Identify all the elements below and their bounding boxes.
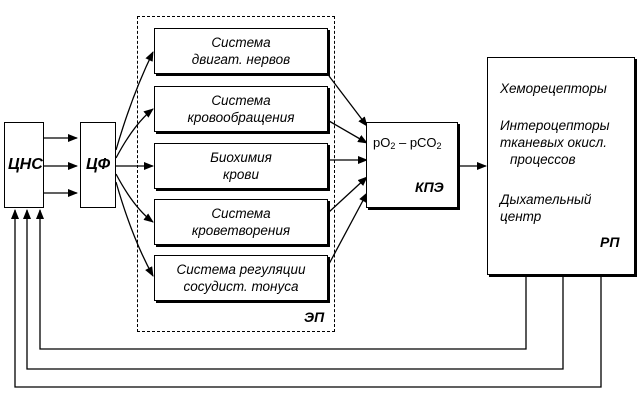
- arrow-sys4-kpe: [328, 176, 368, 213]
- rp-label: РП: [600, 234, 620, 250]
- arrow-cf-sys2: [115, 108, 154, 159]
- cns-label: ЦНС: [8, 156, 43, 173]
- rp-item-interoceptors: Интероцепторы тканевых окисл. процессов: [500, 118, 610, 167]
- arrow-sys1-kpe: [328, 75, 368, 127]
- cns-box: ЦНС: [4, 122, 44, 208]
- rp-item-chemoreceptors: Хеморецепторы: [500, 81, 607, 96]
- feedback-line-3: [11, 209, 602, 388]
- feedback-line-1: [36, 209, 527, 350]
- arrow-cf-sys4: [115, 173, 154, 223]
- ep-label: ЭП: [304, 309, 325, 325]
- arrow-cf-sys1: [115, 51, 154, 151]
- ep-frame: [137, 16, 335, 332]
- kpe-label: КПЭ: [415, 179, 444, 195]
- feedback-line-2: [23, 209, 564, 370]
- kpe-formula: pO2 – pCO2: [373, 135, 442, 151]
- kpe-box: pO2 – pCO2 КПЭ: [366, 122, 458, 208]
- cf-label: ЦФ: [86, 156, 111, 173]
- arrow-sys2-kpe: [328, 120, 368, 144]
- arrow-cf-sys5: [115, 181, 154, 277]
- rp-item-respiratory-center: Дыхательный центр: [500, 192, 592, 224]
- arrow-sys5-kpe: [328, 192, 368, 265]
- rp-box: Хеморецепторы Интероцепторы тканевых оки…: [487, 57, 635, 275]
- cf-box: ЦФ: [80, 122, 116, 208]
